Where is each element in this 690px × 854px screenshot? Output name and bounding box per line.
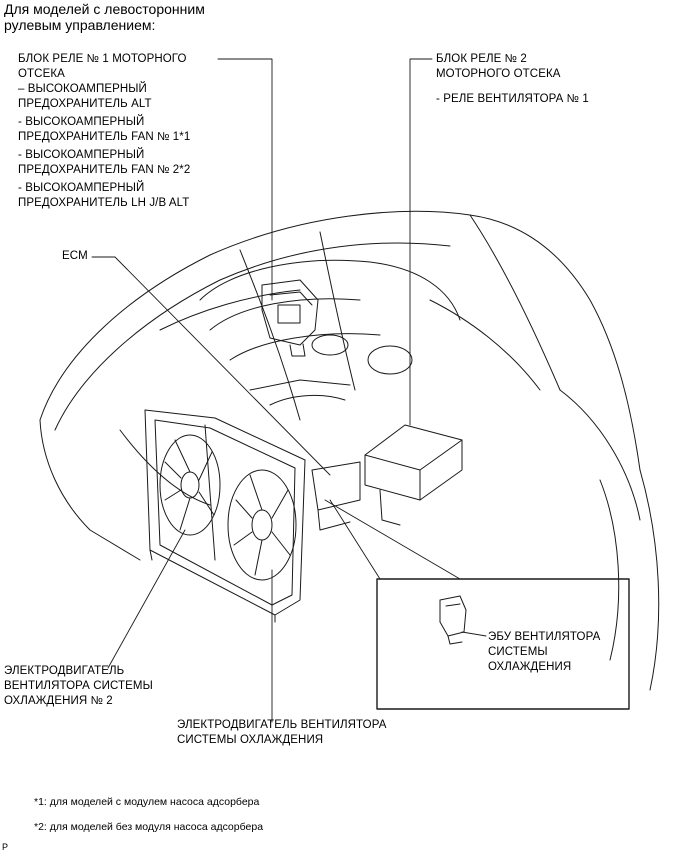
car-body-outline: [39, 210, 660, 691]
fan-motor-2-line: ВЕНТИЛЯТОРА СИСТЕМЫ: [4, 680, 153, 692]
relay-block-1-line: ПРЕДОХРАНИТЕЛЬ LH J/B ALT: [18, 197, 190, 209]
radiator-frame: [144, 409, 306, 623]
fan-motor-line: ЭЛЕКТРОДВИГАТЕЛЬ ВЕНТИЛЯТОРА: [177, 719, 387, 731]
relay-block-1-line: ОТСЕКА: [18, 68, 65, 80]
fan-ecu-line: ОХЛАЖДЕНИЯ: [488, 661, 572, 673]
relay-block-2-label: БЛОК РЕЛЕ № 2 МОТОРНОГО ОТСЕКА - РЕЛЕ ВЕ…: [436, 52, 589, 107]
relay-block-1-line: БЛОК РЕЛЕ № 1 МОТОРНОГО: [18, 53, 187, 65]
relay-block-1-line: ПРЕДОХРАНИТЕЛЬ FAN № 1*1: [18, 131, 191, 143]
relay-block-2-line: - РЕЛЕ ВЕНТИЛЯТОРА № 1: [436, 93, 589, 105]
heading-line-2: рулевым управлением:: [4, 17, 156, 33]
relay-block-1-line: - ВЫСОКОАМПЕРНЫЙ: [18, 182, 145, 194]
fan-motor-2-line: ЭЛЕКТРОДВИГАТЕЛЬ: [4, 665, 125, 677]
footnote-1: *1: для моделей с модулем насоса адсорбе…: [34, 796, 260, 808]
fan-motor-2-label: ЭЛЕКТРОДВИГАТЕЛЬ ВЕНТИЛЯТОРА СИСТЕМЫ ОХЛ…: [4, 664, 153, 709]
fan-ecu-line: СИСТЕМЫ: [488, 646, 548, 658]
relay-block-2-line: БЛОК РЕЛЕ № 2: [436, 53, 527, 65]
relay-block-1-line: ПРЕДОХРАНИТЕЛЬ ALT: [18, 98, 152, 110]
fan-motor-2-line: ОХЛАЖДЕНИЯ № 2: [4, 695, 113, 707]
relay-block-1-line: – ВЫСОКОАМПЕРНЫЙ: [18, 83, 147, 95]
leader-lines: [91, 58, 487, 723]
relay-block-1-line: - ВЫСОКОАМПЕРНЫЙ: [18, 149, 145, 161]
relay-block-2-shape: [364, 424, 463, 526]
fan-motor-label: ЭЛЕКТРОДВИГАТЕЛЬ ВЕНТИЛЯТОРА СИСТЕМЫ ОХЛ…: [177, 718, 387, 748]
footnote-2: *2: для моделей без модуля насоса адсорб…: [34, 821, 264, 833]
cooling-fan-2: [159, 434, 221, 536]
fan-motor-line: СИСТЕМЫ ОХЛАЖДЕНИЯ: [177, 734, 324, 746]
fan-ecu-label: ЭБУ ВЕНТИЛЯТОРА СИСТЕМЫ ОХЛАЖДЕНИЯ: [488, 630, 600, 675]
ecm-label: ECM: [62, 250, 88, 262]
relay-block-1-label: БЛОК РЕЛЕ № 1 МОТОРНОГО ОТСЕКА – ВЫСОКОА…: [18, 52, 190, 211]
relay-block-2-line: МОТОРНОГО ОТСЕКА: [436, 68, 561, 80]
ecm-shape: [311, 461, 361, 531]
figure-code: P: [2, 842, 9, 852]
fan-ecu-line: ЭБУ ВЕНТИЛЯТОРА: [488, 631, 601, 643]
relay-block-1-shape: [261, 279, 319, 357]
relay-block-1-line: ПРЕДОХРАНИТЕЛЬ FAN № 2*2: [18, 164, 191, 176]
engine-block-outline: [199, 259, 461, 406]
heading-line-1: Для моделей с левосторонним: [4, 1, 205, 17]
relay-block-1-line: - ВЫСОКОАМПЕРНЫЙ: [18, 116, 145, 128]
cooling-fan-1: [227, 469, 297, 581]
